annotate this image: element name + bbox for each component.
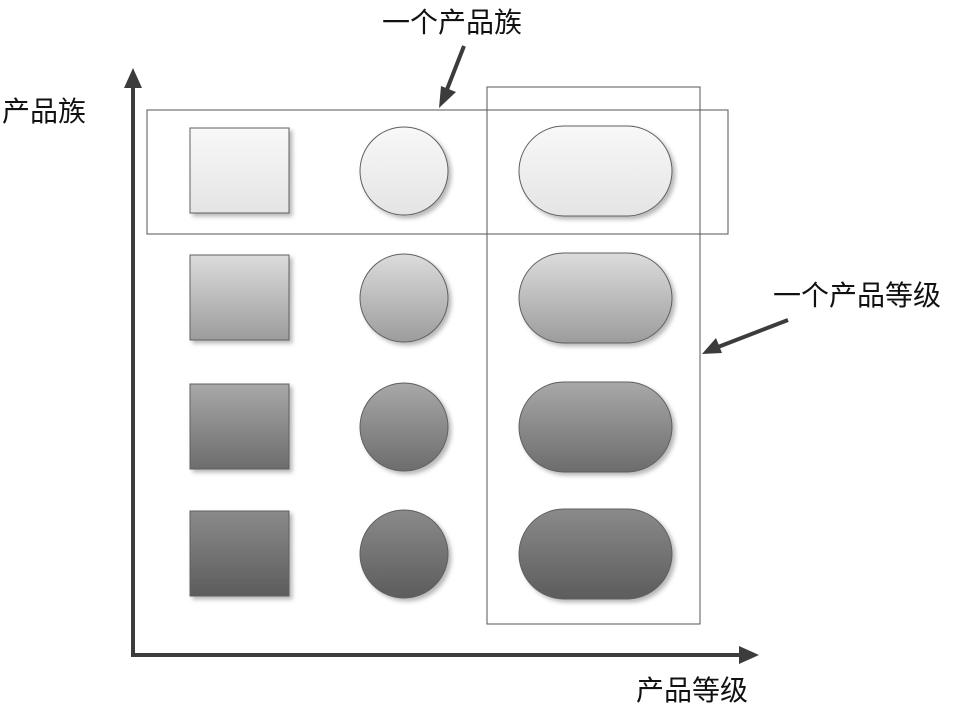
rounded-rectangle-row-4 [518, 508, 673, 600]
y-axis-arrowhead [124, 68, 142, 88]
circle-row-1 [359, 126, 449, 216]
level-annotation-label: 一个产品等级 [773, 279, 942, 312]
family-annotation-label: 一个产品族 [382, 6, 523, 39]
shape-grid [189, 125, 673, 600]
family-annotation-arrow [439, 45, 466, 108]
rounded-rectangle-row-2 [518, 252, 673, 344]
square-row-2 [189, 254, 290, 341]
rounded-rectangle-row-3 [518, 381, 673, 473]
x-axis-arrowhead [739, 646, 759, 664]
y-axis-label: 产品族 [2, 95, 87, 128]
x-axis-label: 产品等级 [636, 674, 749, 707]
square-row-3 [189, 383, 290, 470]
square-row-4 [189, 510, 290, 597]
product-family-frame [146, 109, 729, 235]
rounded-rectangle-row-1 [518, 125, 673, 217]
level-annotation-arrow [702, 318, 789, 354]
circle-row-4 [359, 509, 449, 599]
axes [124, 68, 759, 664]
square-row-1 [189, 127, 290, 214]
circle-row-3 [359, 382, 449, 472]
product-level-frame [486, 86, 701, 625]
circle-row-2 [359, 253, 449, 343]
